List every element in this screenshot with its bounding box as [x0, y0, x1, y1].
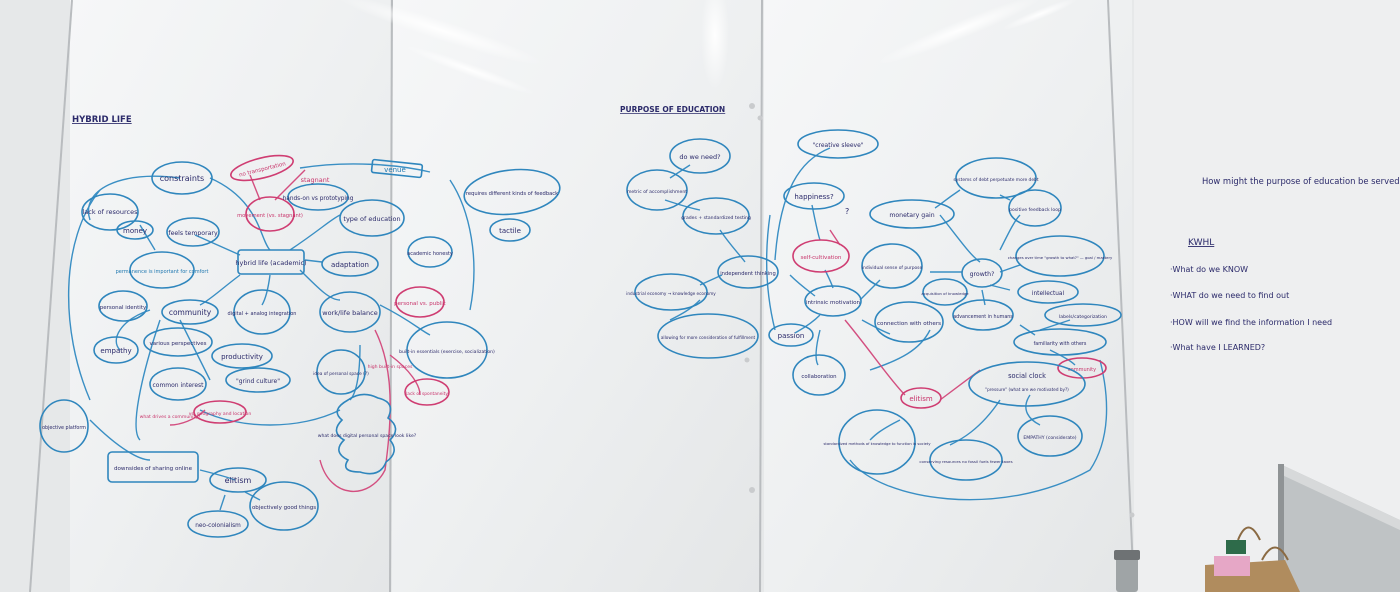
node-venue: venue: [384, 166, 406, 174]
node-connection: connection with others: [877, 321, 941, 327]
node-feedback-loop: positive feedback loop: [1009, 207, 1061, 213]
kwhl-item-how: ·HOW will we find the information I need: [1170, 318, 1332, 327]
node-permanence: permanence is important for comfort: [116, 269, 209, 275]
kwhl-item-know: ·What do we KNOW: [1170, 265, 1248, 274]
node-do-we-need: do we need?: [679, 153, 720, 161]
node-personal-public: personal vs. public: [394, 301, 446, 307]
node-downsides: downsides of sharing online: [114, 466, 193, 472]
whiteboard-panel-3: [764, 0, 1132, 592]
node-independent: independent thinking: [720, 271, 776, 277]
node-movement: movement (vs. stagnant): [237, 213, 303, 219]
node-self-cultivation: self-cultivation: [801, 255, 842, 261]
whiteboard-panel-2: [392, 0, 762, 592]
node-creative-sleeve: "creative sleeve": [812, 142, 863, 149]
node-empathy-center: EMPATHY (considerate): [1023, 435, 1076, 441]
node-advancement: advancement in humans: [953, 314, 1013, 320]
node-type-education: type of education: [343, 215, 400, 223]
cubicle-partition: [1278, 464, 1400, 592]
water-bottle: [1114, 550, 1140, 592]
node-intellectual: intellectual: [1032, 291, 1065, 297]
node-personal-identity: personal identity: [100, 305, 147, 311]
node-neo-colonialism: neo-colonialism: [195, 523, 241, 529]
node-intrinsic: intrinsic motivation: [806, 300, 861, 306]
node-productivity: productivity: [221, 353, 263, 361]
node-acquisition: acquisition of knowledge: [921, 291, 969, 296]
whiteboard-panel-1: [70, 0, 390, 592]
node-happiness: happiness?: [794, 193, 834, 201]
guiding-question-line: How might the purpose of education be se…: [1202, 176, 1400, 186]
node-elitism-left: elitism: [225, 476, 252, 485]
node-empathy: empathy: [100, 347, 131, 355]
node-industrial: industrial economy → knowledge economy: [626, 291, 716, 296]
education-connectors: [664, 147, 1108, 501]
node-objective-platform: objective platform: [42, 425, 86, 431]
node-individual-purpose: individual sense of purpose: [862, 265, 923, 271]
kwhl-item-find-out: ·WHAT do we need to find out: [1170, 291, 1289, 300]
guiding-question: How might the purpose of education be se…: [1202, 176, 1400, 186]
node-built-in: built-in essentials (exercise, socializa…: [399, 349, 495, 355]
node-built-spaces: high built-in spaces: [368, 364, 413, 370]
node-perspectives: various perspectives: [150, 341, 207, 347]
node-stagnant: stagnant: [301, 176, 330, 184]
node-digital-space: what does digital personal space look li…: [318, 433, 417, 439]
hybrid-life-title: HYBRID LIFE: [72, 115, 132, 125]
node-common-interest: common interest: [152, 382, 204, 389]
board-magnets: [744, 103, 1135, 518]
whiteboard-panel-4: [1134, 0, 1400, 592]
light-glare: [335, 0, 1078, 95]
node-hands-on: hands-on vs prototyping: [283, 196, 354, 202]
node-grind-culture: "grind culture": [236, 378, 280, 385]
node-money: money: [123, 227, 147, 235]
node-elitism-center: elitism: [909, 395, 933, 403]
kwhl-section: How might the purpose of education be se…: [1170, 176, 1400, 352]
paper-bag: [1205, 526, 1300, 592]
node-growth: growth?: [970, 271, 995, 278]
node-changes-time: changes over time "growth to what?" — go…: [1008, 255, 1113, 260]
node-academic-honesty: academic honesty: [407, 251, 453, 257]
node-community-center: community: [1068, 367, 1096, 373]
purpose-of-education-map: PURPOSE OF EDUCATION do we need? metric …: [620, 105, 1122, 501]
node-digital-analog: digital + analog integration: [228, 311, 297, 317]
node-hybrid-life: hybrid life (academic): [235, 259, 306, 267]
node-allowing: allowing for more consideration of fulfi…: [661, 335, 756, 340]
node-constraints: constraints: [160, 174, 204, 183]
node-spontaneity: lack of spontaneity: [406, 391, 448, 397]
kwhl-title: KWHL: [1188, 238, 1214, 248]
node-adaptation: adaptation: [331, 261, 369, 269]
node-objectively-good: objectively good things: [252, 505, 316, 511]
hybrid-life-connectors: [67, 163, 475, 511]
node-monetary-gain: monetary gain: [889, 212, 934, 219]
node-systems-debt: systems of debt perpetuate more debt: [953, 177, 1038, 183]
node-conserving: conserving resources no fossil fuels few…: [919, 459, 1012, 464]
node-work-life: work/life balance: [322, 309, 377, 317]
node-labels: labels/categorization: [1059, 314, 1107, 320]
node-lack-resources: lack of resources: [82, 208, 138, 216]
node-passion: passion: [778, 332, 805, 340]
kwhl-item-learned: ·What have I LEARNED?: [1170, 343, 1265, 352]
panel-seams: [29, 0, 1135, 592]
education-title: PURPOSE OF EDUCATION: [620, 105, 725, 114]
node-community: community: [169, 308, 212, 317]
node-social-clock: social clock: [1008, 372, 1046, 380]
node-collaboration: collaboration: [801, 374, 836, 380]
node-personal-space: idea of personal space (?): [313, 371, 369, 377]
node-drives-community: what drives a community?: [140, 414, 201, 420]
node-pressure: "pressure" (what are we motivated by?): [985, 387, 1069, 392]
node-tactile: tactile: [499, 227, 521, 235]
hybrid-life-map: HYBRID LIFE constraints lack of resource…: [39, 115, 561, 538]
node-grades: grades + standardized testing: [681, 215, 751, 221]
node-question-mark: ?: [845, 207, 849, 216]
node-metric: metric of accomplishment: [627, 189, 687, 195]
node-standardized: standardized methods of knowledge to fun…: [823, 442, 931, 446]
node-feels-temporary: feels temporary: [168, 230, 218, 237]
node-requires-feedback: requires different kinds of feedback: [466, 191, 558, 197]
node-geography: vs. geography and location: [189, 411, 252, 417]
node-familiarity: familiarity with others: [1034, 341, 1087, 347]
